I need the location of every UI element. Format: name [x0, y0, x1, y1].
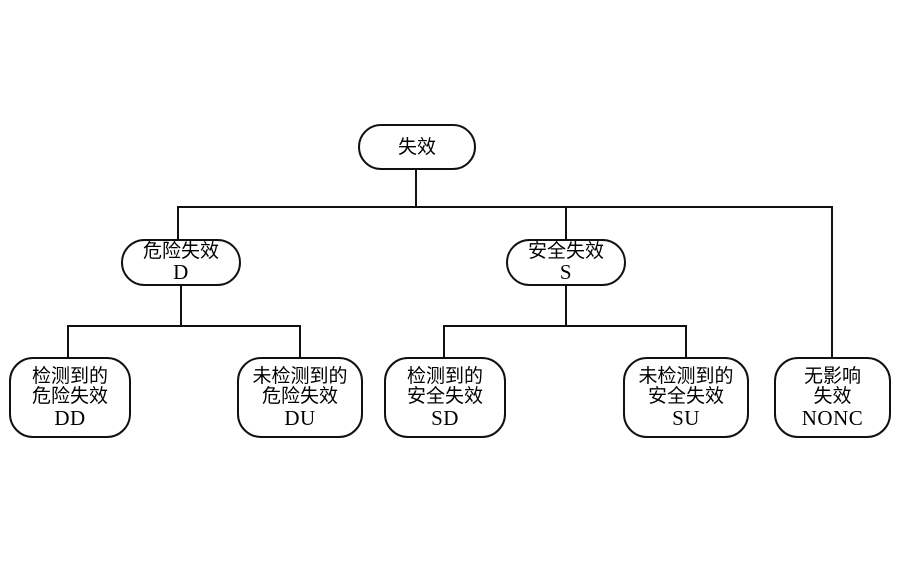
- node-label-line: 危险失效: [142, 239, 219, 262]
- node-label-line: 未检测到的: [252, 364, 348, 387]
- node-failure-root[interactable]: 失效: [358, 124, 476, 170]
- node-label-line: 检测到的: [406, 364, 483, 387]
- node-code: DD: [54, 405, 86, 430]
- node-code: NONC: [801, 405, 864, 430]
- node-label-line: 失效: [397, 135, 436, 158]
- node-code: D: [173, 260, 189, 285]
- node-code: SU: [672, 405, 700, 430]
- node-label-line: 未检测到的: [638, 364, 734, 387]
- node-label-line: 安全失效: [527, 239, 604, 262]
- node-code: S: [559, 260, 573, 285]
- node-code: DU: [284, 405, 316, 430]
- node-label-line: 安全失效: [406, 385, 483, 408]
- node-label-line: 检测到的: [31, 364, 108, 387]
- node-label-line: 危险失效: [31, 385, 108, 408]
- node-label-line: 失效: [813, 385, 852, 408]
- node-label-line: 危险失效: [261, 385, 338, 408]
- node-label-line: 无影响: [803, 364, 861, 387]
- node-label-line: 安全失效: [647, 385, 724, 408]
- node-code: SD: [431, 405, 459, 430]
